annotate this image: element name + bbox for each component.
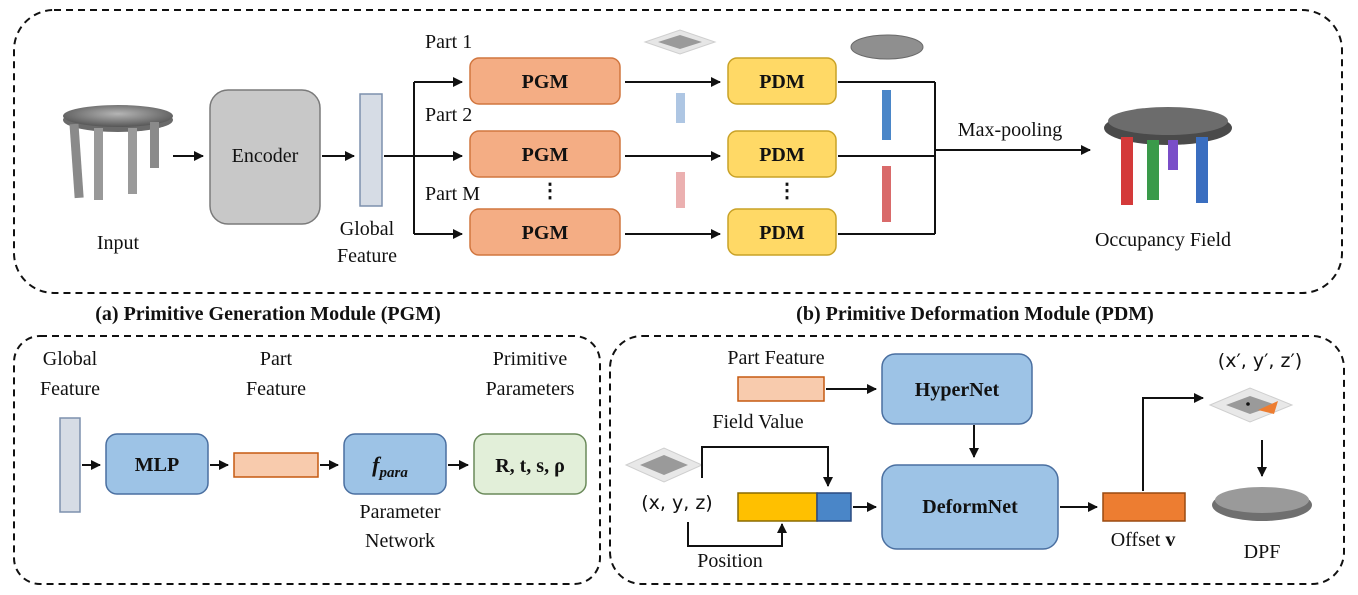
occupancy-field-label: Occupancy Field <box>1095 229 1231 251</box>
pdm-label-m: PDM <box>759 222 805 244</box>
pdm-panel-border <box>609 335 1345 585</box>
pgm-part-feature-bar <box>233 452 319 478</box>
encoder-box <box>209 89 321 225</box>
offset-var: v <box>1165 529 1175 551</box>
part-feature-label: Part Feature <box>727 347 824 369</box>
pdm-label-1: PDM <box>759 71 805 93</box>
offset-bar <box>1102 492 1186 522</box>
hypernet-label: HyperNet <box>915 379 1000 401</box>
global-feature-bar <box>359 93 383 207</box>
pdm-box-m <box>727 208 837 256</box>
global-feature-label-line1: Global <box>340 218 395 240</box>
pgm-label-1: PGM <box>522 71 569 93</box>
mlp-box <box>105 433 209 495</box>
field-value-label: Field Value <box>712 411 803 433</box>
part-label-2: Part 2 <box>425 104 472 126</box>
deformnet-box <box>881 464 1059 550</box>
caption-a: (a) Primitive Generation Module (PGM) <box>95 303 440 325</box>
occupancy-field-image <box>1104 107 1232 205</box>
dpf-label: DPF <box>1244 541 1281 563</box>
pdm-label-2: PDM <box>759 144 805 166</box>
pgm-prim-label-line1: Primitive <box>493 348 568 370</box>
primitive-thumbnail-m <box>676 172 685 208</box>
top-panel-border <box>13 9 1343 294</box>
params-box <box>473 433 587 495</box>
input-label: Input <box>97 232 140 254</box>
pgm-label-m: PGM <box>522 222 569 244</box>
part-label-1: Part 1 <box>425 31 472 53</box>
fpara-box <box>343 433 447 495</box>
fpara-label: fpara <box>372 452 408 481</box>
pgm-box-1 <box>469 57 621 105</box>
pgm-global-label-line2: Feature <box>40 378 100 400</box>
offset-label: Offset v <box>1111 529 1176 551</box>
branch-lines <box>384 77 463 239</box>
part-label-m: Part M <box>425 183 480 205</box>
xyz-label: (x, y, z) <box>641 492 712 514</box>
maxpool-label: Max-pooling <box>958 119 1062 141</box>
hypernet-box <box>881 353 1033 425</box>
fpara-main: f <box>372 452 382 477</box>
pgm-global-feature-bar <box>59 417 81 513</box>
pgm-prim-label-line2: Parameters <box>486 378 575 400</box>
deformnet-label: DeformNet <box>922 496 1018 518</box>
offset-text: Offset <box>1111 529 1166 551</box>
dpf-disc-image <box>1212 487 1312 521</box>
fpara-sub: para <box>377 465 408 481</box>
deformed-leg-thumbnail-m <box>882 166 891 222</box>
global-feature-label-line2: Feature <box>337 245 397 267</box>
param-network-label-line2: Network <box>365 530 435 552</box>
pgm-part-label-line1: Part <box>260 348 293 370</box>
encoder-label: Encoder <box>232 145 299 167</box>
primitive-thumbnail-1 <box>643 29 717 55</box>
pdm-dots: ⋮ <box>777 180 797 202</box>
merge-lines <box>838 81 1091 235</box>
pgm-global-label-line1: Global <box>43 348 98 370</box>
pgm-dots: ⋮ <box>540 180 560 202</box>
pgm-pdm-arrows <box>625 77 721 239</box>
pgm-box-2 <box>469 130 621 178</box>
param-network-label-line1: Parameter <box>359 501 440 523</box>
pdm-routing-lines <box>687 446 833 547</box>
params-label: R, t, s, ρ <box>495 455 565 477</box>
position-segment <box>737 492 818 522</box>
pdm-box-2 <box>727 130 837 178</box>
deformed-leg-thumbnail-2 <box>882 90 891 140</box>
mlp-label: MLP <box>135 454 179 476</box>
pdm-box-1 <box>727 57 837 105</box>
pgm-part-label-line2: Feature <box>246 378 306 400</box>
deformed-point-thumbnail <box>1208 387 1294 423</box>
pdm-part-feature-bar <box>737 376 825 402</box>
field-value-segment <box>816 492 852 522</box>
pgm-panel-border <box>13 335 601 585</box>
pgm-box-m <box>469 208 621 256</box>
primitive-thumbnail-2 <box>676 93 685 123</box>
xyz-prime-label: (x′, y′, z′) <box>1218 350 1302 372</box>
deformed-disc-thumbnail <box>850 34 924 60</box>
pgm-label-2: PGM <box>522 144 569 166</box>
input-primitive-thumbnail <box>624 447 704 483</box>
caption-b: (b) Primitive Deformation Module (PDM) <box>796 303 1154 325</box>
input-table-image <box>63 105 173 200</box>
position-label: Position <box>697 550 763 572</box>
